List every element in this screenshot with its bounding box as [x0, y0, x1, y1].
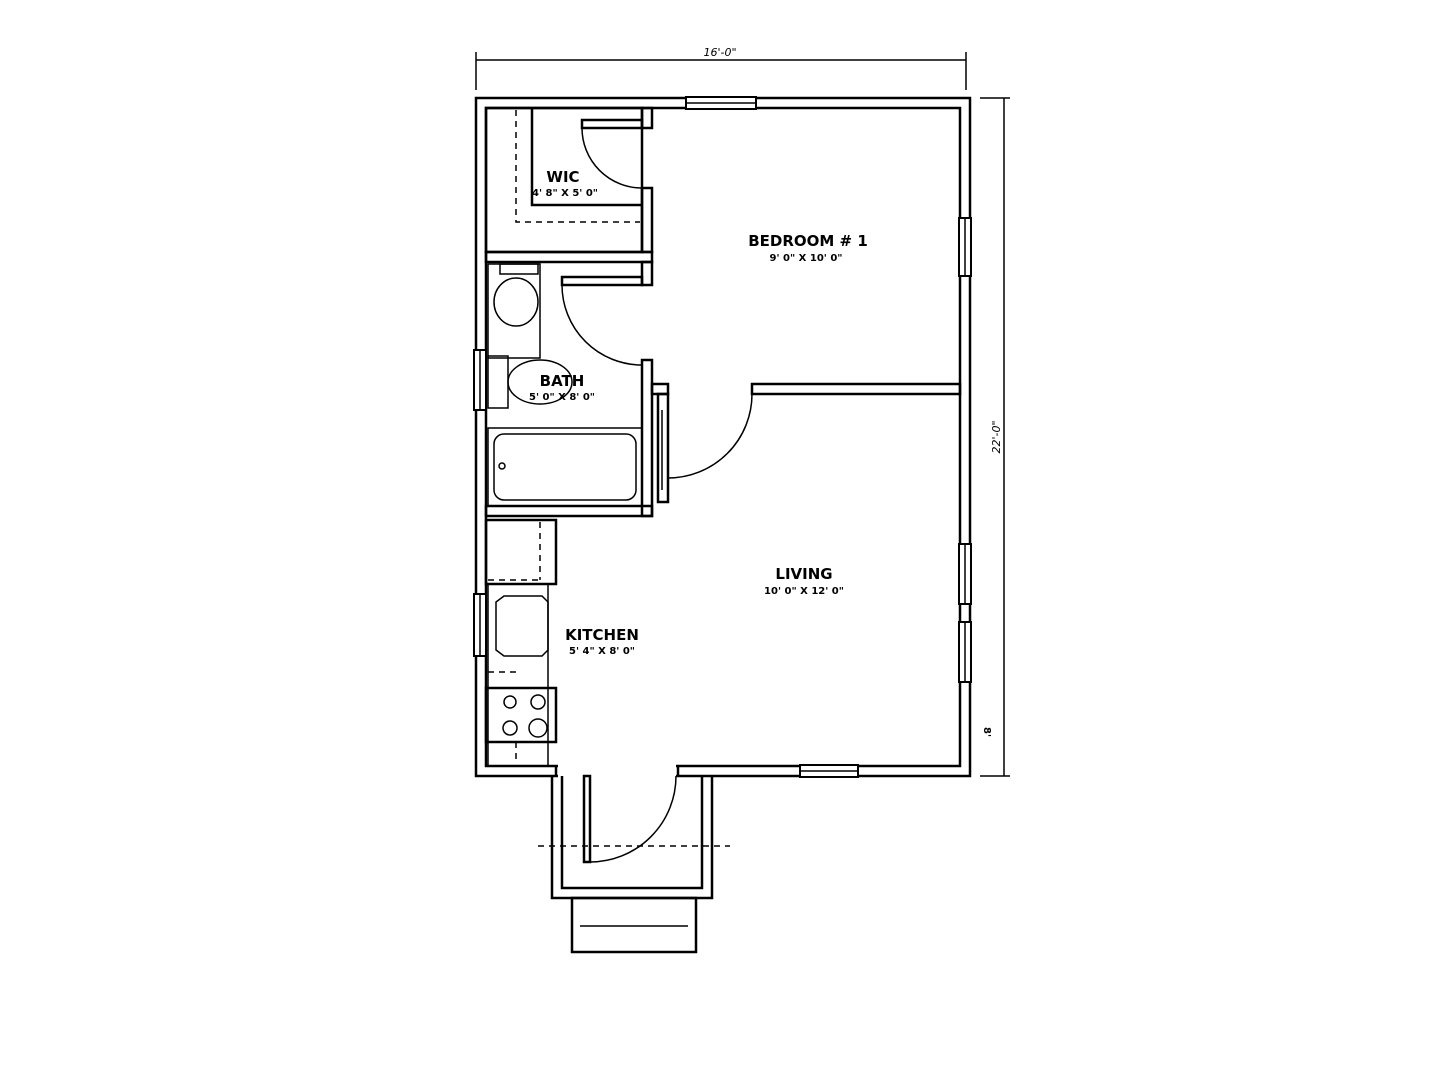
living-name: LIVING — [775, 565, 832, 583]
width-label: 16'-0" — [703, 46, 736, 59]
kitchen-sink — [495, 595, 549, 657]
range — [484, 686, 558, 744]
wic: WIC 4' 8" X 5' 0" — [484, 106, 654, 254]
bedroom-size: 9' 0" X 10' 0" — [770, 253, 843, 264]
windows — [473, 96, 972, 778]
wic-name: WIC — [546, 168, 579, 186]
depth-dimension: 22'-0" — [980, 97, 1010, 777]
wic-size: 4' 8" X 5' 0" — [532, 188, 598, 199]
bathtub — [487, 427, 643, 507]
width-dimension: 16'-0" — [475, 46, 967, 90]
interior-walls — [650, 382, 962, 504]
toilet — [507, 359, 573, 405]
bath-size: 5' 0" X 8' 0" — [529, 392, 595, 403]
kitchen-size: 5' 4" X 8' 0" — [569, 646, 635, 657]
living-size: 10' 0" X 12' 0" — [764, 586, 844, 597]
bath-name: BATH — [540, 372, 585, 390]
sink — [493, 277, 539, 327]
bedroom-name: BEDROOM # 1 — [748, 232, 868, 250]
kitchen: KITCHEN 5' 4" X 8' 0" — [484, 518, 639, 767]
toilet-tank — [487, 355, 509, 409]
ceiling-height-label: 8' — [981, 727, 992, 737]
depth-label: 22'-0" — [990, 420, 1003, 453]
exterior-walls — [474, 96, 972, 778]
entry-porch — [538, 774, 730, 954]
kitchen-name: KITCHEN — [565, 626, 639, 644]
bath: BATH 5' 0" X 8' 0" — [484, 250, 654, 518]
